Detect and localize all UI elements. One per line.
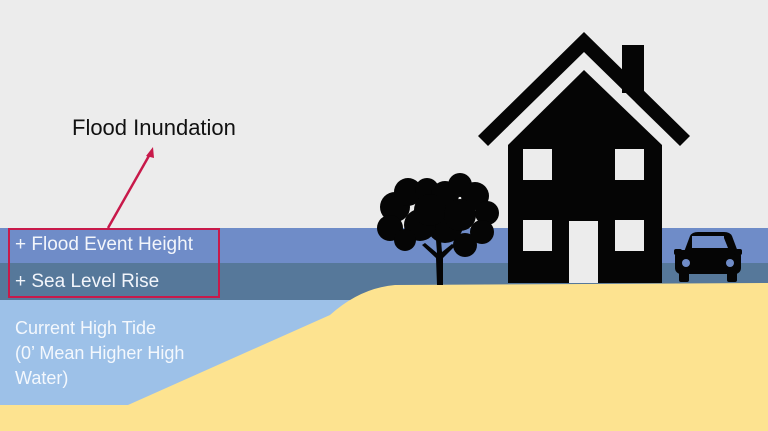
high-tide-line-2: (0’ Mean Higher High bbox=[15, 343, 185, 363]
sea-level-label: + Sea Level Rise bbox=[15, 271, 160, 292]
car-icon bbox=[674, 232, 742, 282]
high-tide-line-1: Current High Tide bbox=[15, 318, 157, 338]
highlight-box bbox=[8, 228, 220, 298]
high-tide-line-3: Water) bbox=[15, 368, 69, 388]
tree-icon bbox=[377, 173, 499, 285]
house-icon bbox=[478, 32, 690, 283]
high-tide-label: Current High Tide (0’ Mean Higher High W… bbox=[15, 316, 245, 391]
diagram-title: Flood Inundation bbox=[72, 115, 236, 140]
flood-event-label: + Flood Event Height bbox=[15, 234, 193, 255]
arrow-icon bbox=[106, 147, 154, 229]
sand-shore bbox=[0, 283, 768, 431]
